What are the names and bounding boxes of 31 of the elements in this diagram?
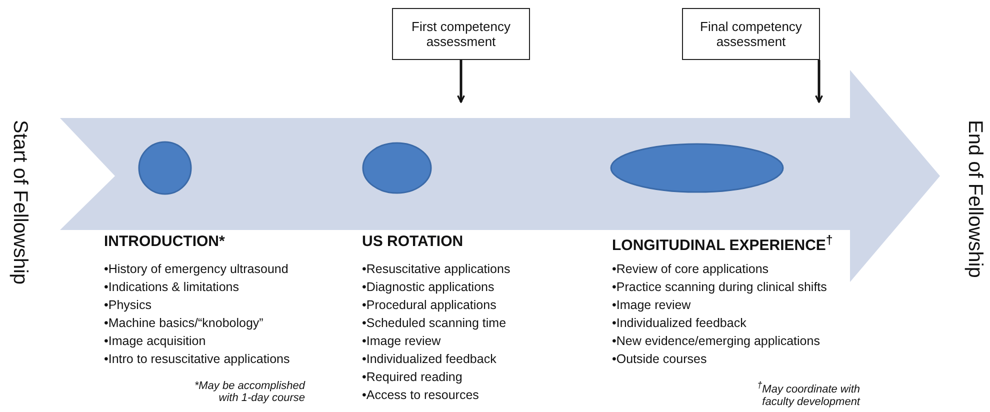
bullet-item: •Individualized feedback	[612, 316, 746, 330]
bullet-item: •Access to resources	[362, 388, 479, 402]
arrow	[457, 60, 465, 103]
section-heading: LONGITUDINAL EXPERIENCE$^{†}$	[612, 233, 833, 254]
bullet-item: •History of emergency ultrasound	[104, 262, 288, 276]
arrow	[815, 60, 823, 103]
bullet-item: •Individualized feedback	[362, 352, 496, 366]
bullet-item: •Image review	[612, 298, 691, 312]
section-heading: US ROTATION	[362, 233, 464, 250]
bullet-item: •Physics	[104, 298, 152, 312]
bullet-item: •Indications & limitations	[104, 280, 239, 294]
footnote: $^{†}$May coordinate with faculty development	[756, 380, 860, 408]
bullet-item: •Practice scanning during clinical shifts	[612, 280, 827, 294]
section-heading: INTRODUCTION*	[104, 233, 225, 250]
bullet-item: •Review of core applications	[612, 262, 769, 276]
assessment-box: Final competency assessment	[682, 8, 820, 60]
bullet-item: •Resuscitative applications	[362, 262, 510, 276]
bullet-item: •Machine basics/“knobology”	[104, 316, 264, 330]
bullet-item: •Image review	[362, 334, 441, 348]
side-label: End of Fellowship	[963, 120, 986, 278]
bullet-item: •Required reading	[362, 370, 462, 384]
bullet-item: •Diagnostic applications	[362, 280, 494, 294]
bullet-item: •Scheduled scanning time	[362, 316, 506, 330]
assessment-box: First competency assessment	[392, 8, 530, 60]
bullet-item: •Intro to resuscitative applications	[104, 352, 290, 366]
bullet-item: •Outside courses	[612, 352, 707, 366]
bullet-item: •New evidence/emerging applications	[612, 334, 820, 348]
bullet-item: •Procedural applications	[362, 298, 496, 312]
footnote: *May be accomplished with 1-day course	[193, 380, 305, 404]
side-label: Start of Fellowship	[8, 120, 31, 285]
bullet-item: •Image acquisition	[104, 334, 206, 348]
